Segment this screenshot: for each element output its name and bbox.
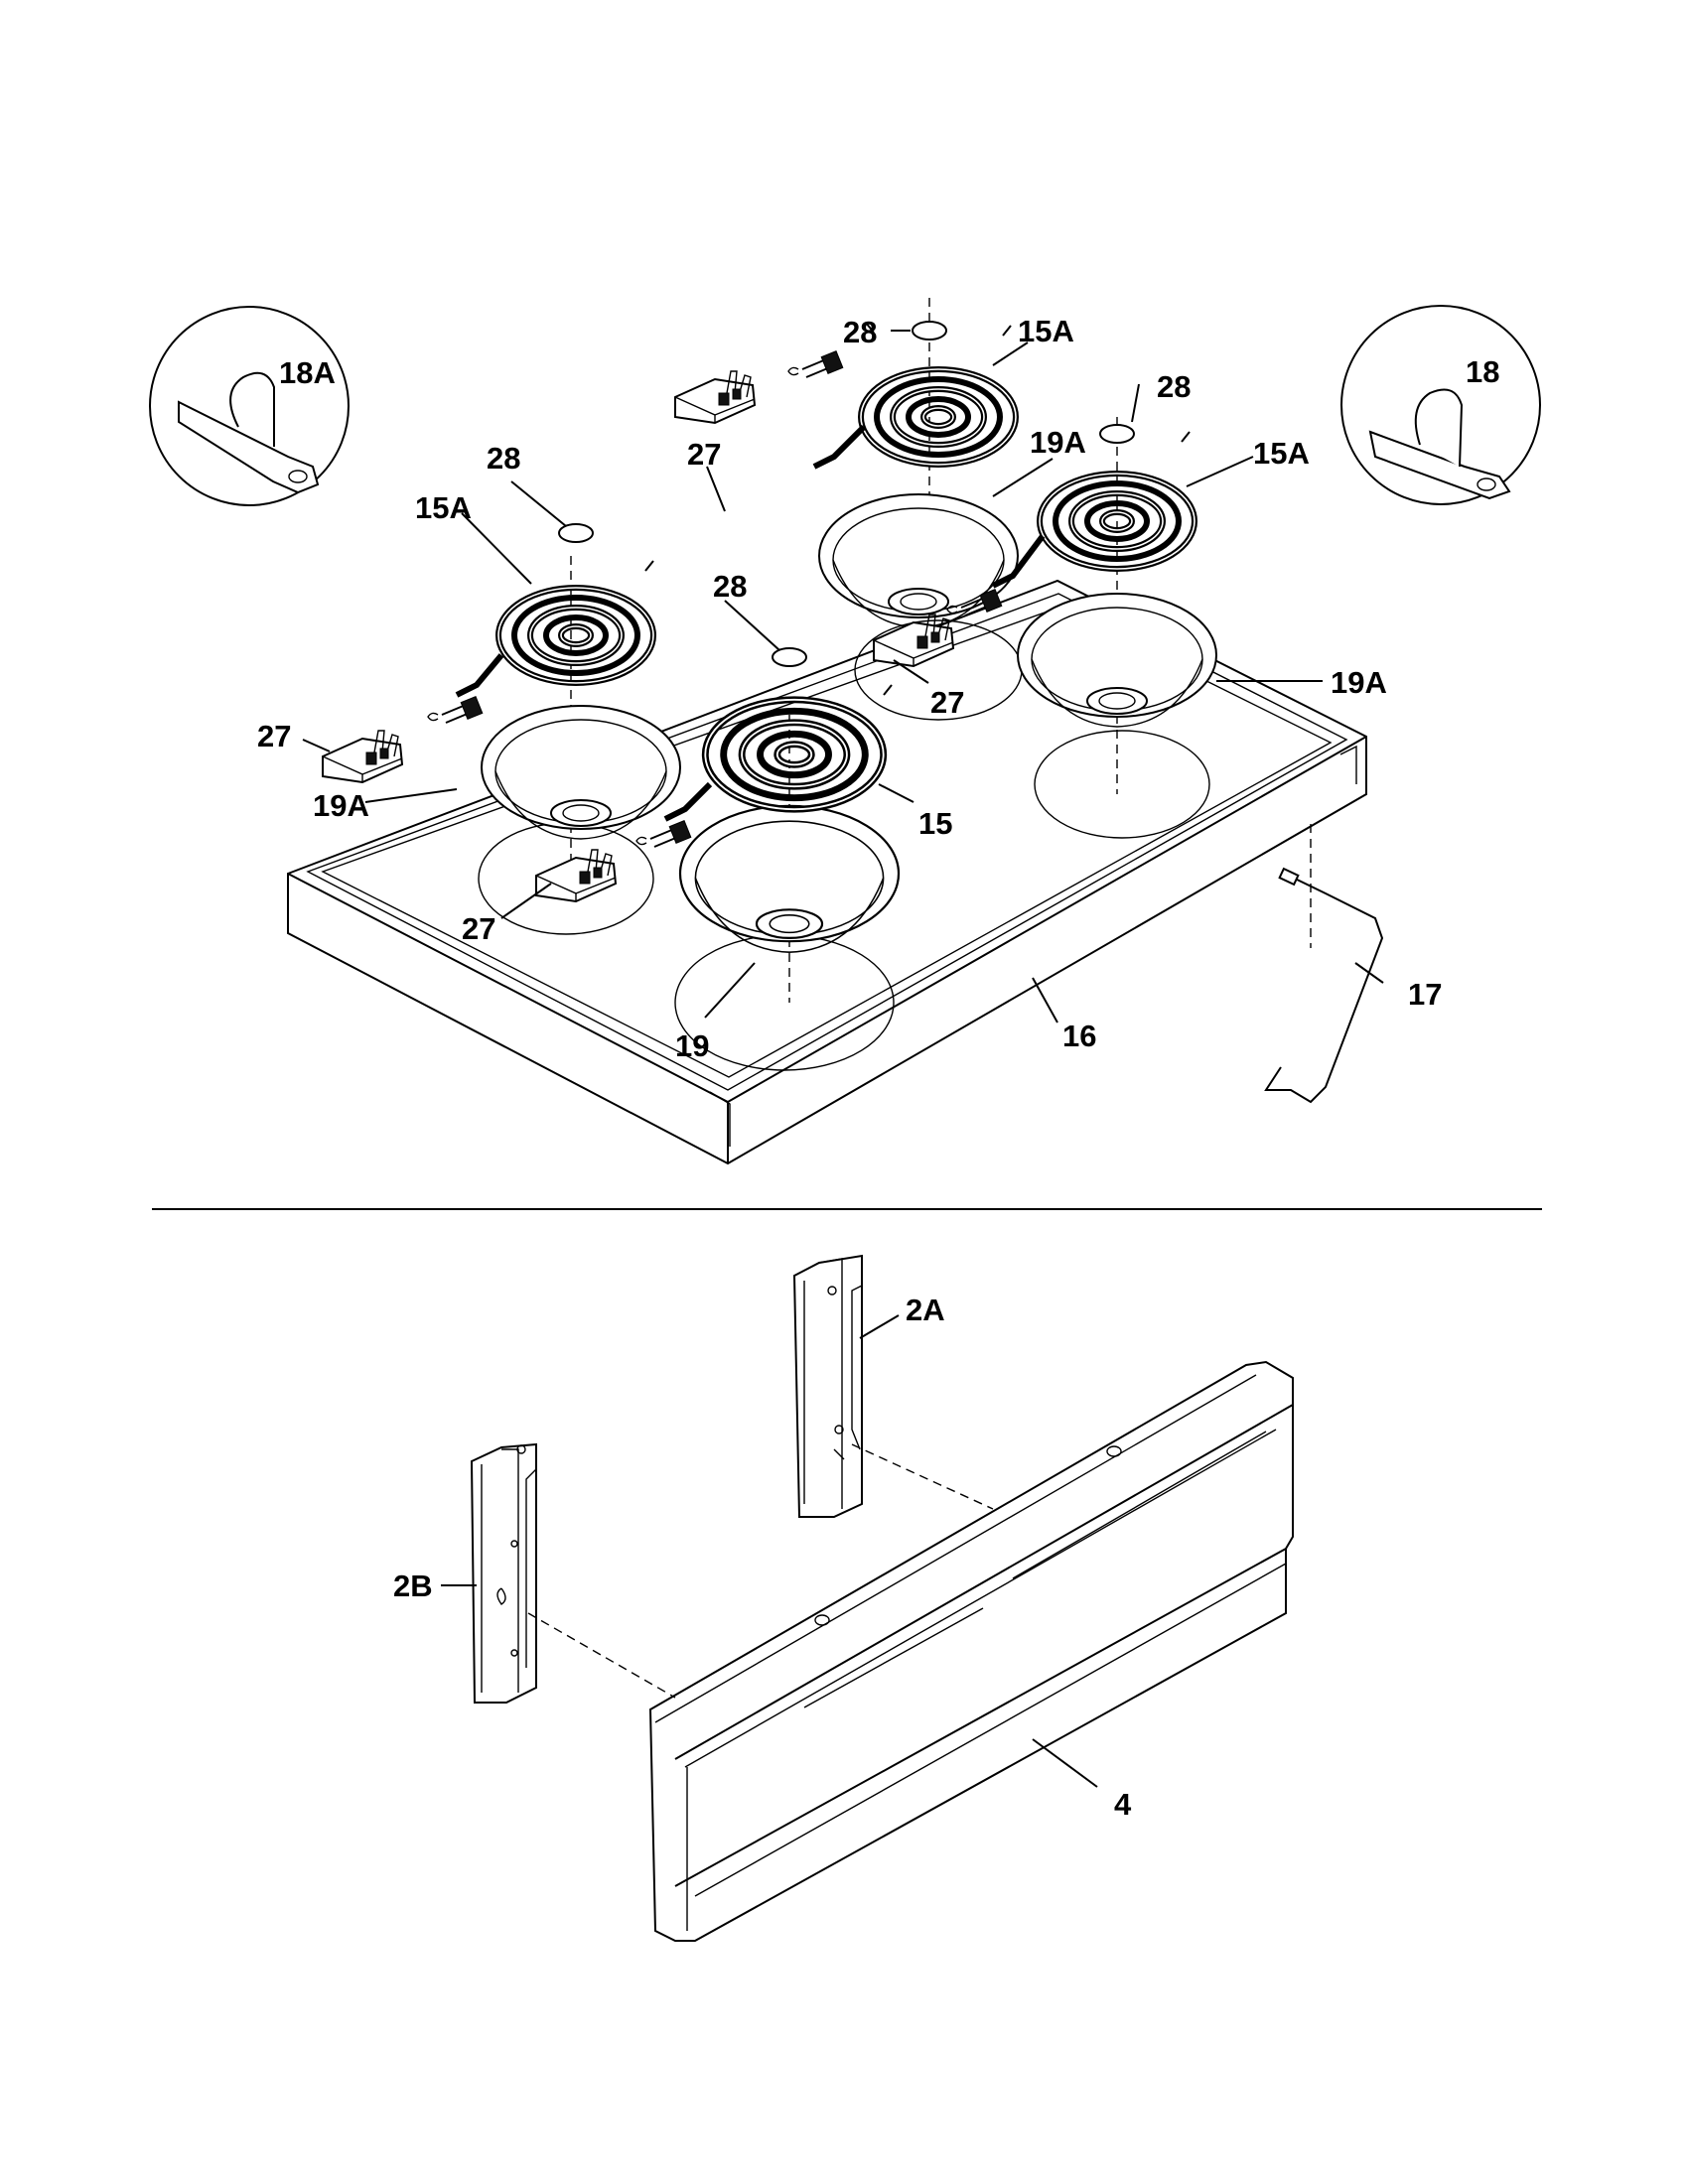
callout-18: 18 bbox=[1466, 354, 1499, 389]
callout-19a-left: 19A bbox=[313, 788, 369, 823]
leader-lines-top bbox=[302, 330, 1384, 1024]
callout-19a-right: 19A bbox=[1331, 665, 1387, 700]
callout-28-right: 28 bbox=[1157, 369, 1191, 404]
attachment-lines bbox=[527, 1443, 994, 1699]
coil-terminal-rear bbox=[787, 349, 844, 378]
detail-circle-hinge-18a bbox=[149, 306, 350, 506]
backguard-end-bracket-right bbox=[792, 1254, 863, 1518]
callout-27-left: 27 bbox=[257, 719, 291, 753]
cooktop-assembly: 18A 18 28 15A 28 15A 28 27 19A 15A 28 27… bbox=[149, 298, 1541, 1165]
callout-15a-top: 15A bbox=[1018, 314, 1074, 348]
leader-lines-bottom bbox=[441, 1314, 1098, 1788]
backguard-assembly: 2A 2B 4 bbox=[393, 1254, 1294, 1942]
backguard-panel bbox=[648, 1360, 1294, 1942]
callout-4: 4 bbox=[1114, 1787, 1132, 1822]
callout-15: 15 bbox=[918, 806, 952, 841]
detail-circle-hinge-18 bbox=[1340, 305, 1541, 505]
callout-18a: 18A bbox=[279, 355, 336, 390]
callout-16: 16 bbox=[1062, 1019, 1096, 1053]
trim-caps bbox=[558, 321, 1135, 667]
top-support-rod bbox=[1264, 867, 1384, 1104]
surface-unit-left bbox=[455, 560, 653, 698]
callout-27-center: 27 bbox=[930, 685, 964, 720]
callout-2a: 2A bbox=[906, 1293, 945, 1327]
callout-28-center: 28 bbox=[713, 569, 747, 604]
callout-27-upper: 27 bbox=[687, 437, 721, 472]
callout-19a-upper: 19A bbox=[1030, 425, 1086, 460]
surface-unit-front bbox=[663, 684, 893, 822]
backguard-end-bracket-left bbox=[470, 1442, 537, 1704]
terminal-block-left bbox=[322, 730, 403, 783]
callout-28-left: 28 bbox=[487, 441, 520, 476]
callout-17: 17 bbox=[1408, 977, 1442, 1012]
callout-2b: 2B bbox=[393, 1569, 433, 1603]
callout-28-top: 28 bbox=[843, 315, 877, 349]
callout-15a-right: 15A bbox=[1253, 436, 1310, 471]
surface-unit-rear bbox=[812, 322, 1016, 470]
surface-unit-right bbox=[991, 431, 1195, 589]
callout-15a-left: 15A bbox=[415, 490, 472, 525]
coil-terminal-left bbox=[427, 695, 484, 724]
callout-27-lower: 27 bbox=[462, 911, 495, 946]
callout-19: 19 bbox=[675, 1028, 709, 1063]
terminal-block-upper bbox=[674, 370, 756, 424]
